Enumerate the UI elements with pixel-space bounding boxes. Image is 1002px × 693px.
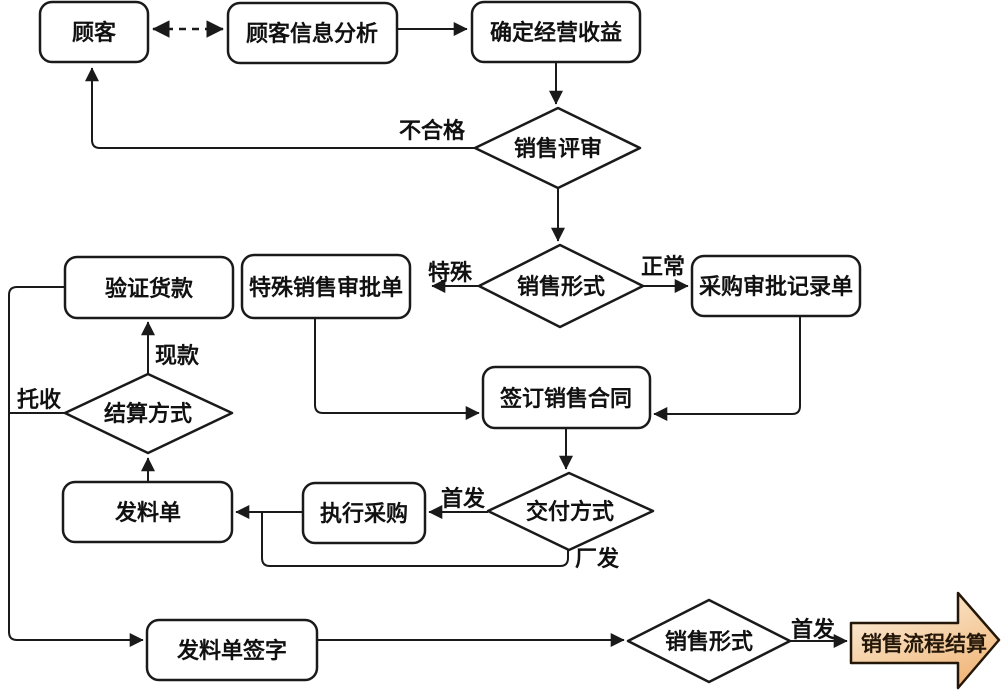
node-sales-form-lower-diamond <box>626 598 792 684</box>
edge-verify-to-slip-sign <box>8 286 144 647</box>
edge-labels: 不合格 特殊 正常 首发 厂发 现款 托收 首发 <box>17 118 836 642</box>
node-settlement-method-diamond <box>63 372 234 455</box>
node-delivery-method-diamond <box>486 471 655 552</box>
label-customer-info-analysis: 顾客信息分析 <box>246 21 378 46</box>
node-sales-review-diamond <box>473 106 642 190</box>
label-material-slip-sign: 发料单签字 <box>176 638 287 663</box>
node-special-sales-approval <box>240 253 412 320</box>
edge-label-normal: 正常 <box>641 254 685 279</box>
label-execute-purchase: 执行采购 <box>320 501 408 526</box>
node-sales-form-upper-diamond <box>477 243 645 329</box>
node-sign-sales-contract <box>481 365 652 430</box>
node-determine-revenue <box>470 0 642 64</box>
edge-label-unqualified: 不合格 <box>399 118 466 143</box>
node-customer-info-analysis <box>226 1 399 65</box>
label-sign-sales-contract: 签订销售合同 <box>499 386 632 411</box>
label-special-sales-approval: 特殊销售审批单 <box>249 275 403 300</box>
edge-label-collection: 托收 <box>17 387 61 412</box>
edge-delivery-factory-return <box>261 513 569 567</box>
label-sales-form-lower: 销售形式 <box>665 629 753 654</box>
node-purchase-approval-record <box>690 254 862 318</box>
edge-label-first-delivery-lower: 首发 <box>791 617 836 642</box>
label-verify-payment: 验证货款 <box>105 276 194 301</box>
node-sales-process-settlement-arrow <box>849 591 1001 690</box>
edge-label-factory-delivery: 厂发 <box>575 546 620 571</box>
edge-sales-review-to-customer-unqualified <box>85 67 475 149</box>
node-execute-purchase <box>301 481 427 545</box>
edges <box>8 20 848 648</box>
label-purchase-approval-record: 采购审批记录单 <box>699 274 853 299</box>
edge-purchase-record-to-contract <box>653 316 801 421</box>
node-customer <box>38 0 150 64</box>
label-material-slip: 发料单 <box>114 500 181 525</box>
node-material-slip-sign <box>145 618 319 682</box>
label-customer: 顾客 <box>72 20 117 45</box>
node-labels: 顾客 顾客信息分析 确定经营收益 销售评审 销售形式 特殊销售审批单 采购审批记… <box>72 20 987 663</box>
edge-label-special: 特殊 <box>428 260 473 285</box>
nodes <box>38 0 1001 690</box>
node-verify-payment <box>63 255 235 320</box>
node-material-slip <box>61 480 234 544</box>
label-settlement-method: 结算方式 <box>104 401 192 426</box>
label-sales-process-settlement: 销售流程结算 <box>861 632 987 656</box>
edge-label-cash: 现款 <box>155 343 200 368</box>
label-sales-review: 销售评审 <box>514 136 602 161</box>
label-sales-form-upper: 销售形式 <box>517 274 605 299</box>
edge-label-first-delivery-upper: 首发 <box>441 486 486 511</box>
label-determine-revenue: 确定经营收益 <box>490 20 622 45</box>
label-delivery-method: 交付方式 <box>526 499 614 524</box>
edge-special-approval-to-contract <box>314 318 480 420</box>
